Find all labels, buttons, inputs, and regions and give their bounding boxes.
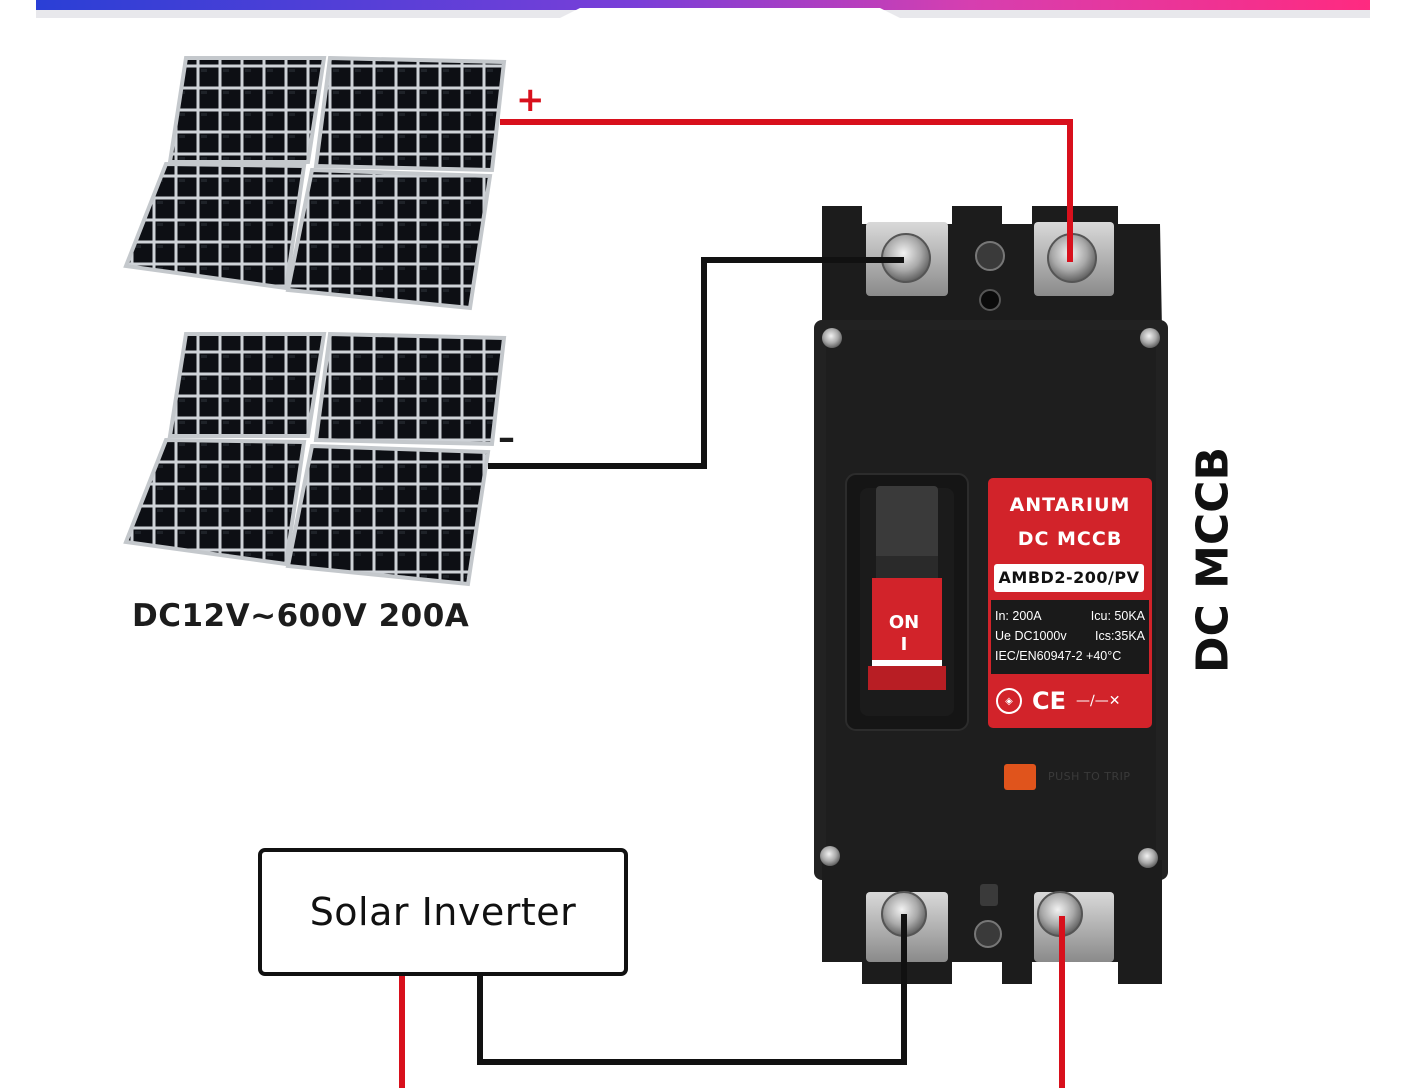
panel-rating-caption: DC12V~600V 200A xyxy=(132,598,470,634)
wiring xyxy=(399,119,1073,1088)
push-to-trip-button[interactable] xyxy=(1004,764,1036,790)
top-banner xyxy=(36,0,1370,18)
switch-symbol-icon: —∕—✕ xyxy=(1076,693,1121,709)
spec-value: Ue DC1000v xyxy=(995,629,1067,643)
positive-wire xyxy=(500,119,1073,262)
solar-inverter-box: Solar Inverter xyxy=(258,848,628,976)
handle-on-text: ON xyxy=(888,612,920,633)
solar-inverter-label: Solar Inverter xyxy=(309,890,577,934)
product-title: DC MCCB xyxy=(1188,430,1239,690)
ce-mark-icon: CE xyxy=(1032,687,1067,715)
breaker-handle-label[interactable]: ON I xyxy=(872,612,936,656)
push-to-trip-label: PUSH TO TRIP xyxy=(1048,770,1131,783)
negative-wire xyxy=(477,914,907,1065)
certification-icon: ◈ xyxy=(996,688,1022,714)
product-title-text: DC MCCB xyxy=(1187,446,1239,674)
negative-wire xyxy=(488,257,904,469)
spec-table: In: 200A Icu: 50KA Ue DC1000v Ics:35KA I… xyxy=(991,600,1149,674)
spec-row: IEC/EN60947-2 +40°C xyxy=(995,646,1145,666)
negative-terminal-label: – xyxy=(498,418,515,458)
spec-row: In: 200A Icu: 50KA xyxy=(995,606,1145,626)
certification-marks: ◈ CE —∕—✕ xyxy=(996,684,1146,718)
solar-panel-icon xyxy=(123,331,507,587)
spec-row: Ue DC1000v Ics:35KA xyxy=(995,626,1145,646)
product-name: DC MCCB xyxy=(1017,528,1123,550)
handle-symbol: I xyxy=(900,634,908,655)
model-number: AMBD2-200/PV xyxy=(994,564,1144,592)
spec-value: IEC/EN60947-2 +40°C xyxy=(995,649,1122,663)
solar-panel-icon xyxy=(123,55,507,311)
spec-value: Ics:35KA xyxy=(1094,629,1145,643)
spec-value: Icu: 50KA xyxy=(1090,609,1145,623)
positive-terminal-label: + xyxy=(516,80,545,120)
breaker-label-plate: ANTARIUM DC MCCB AMBD2-200/PV In: 200A I… xyxy=(988,478,1152,728)
spec-value: In: 200A xyxy=(995,609,1042,623)
brand-name: ANTARIUM xyxy=(1009,494,1131,516)
